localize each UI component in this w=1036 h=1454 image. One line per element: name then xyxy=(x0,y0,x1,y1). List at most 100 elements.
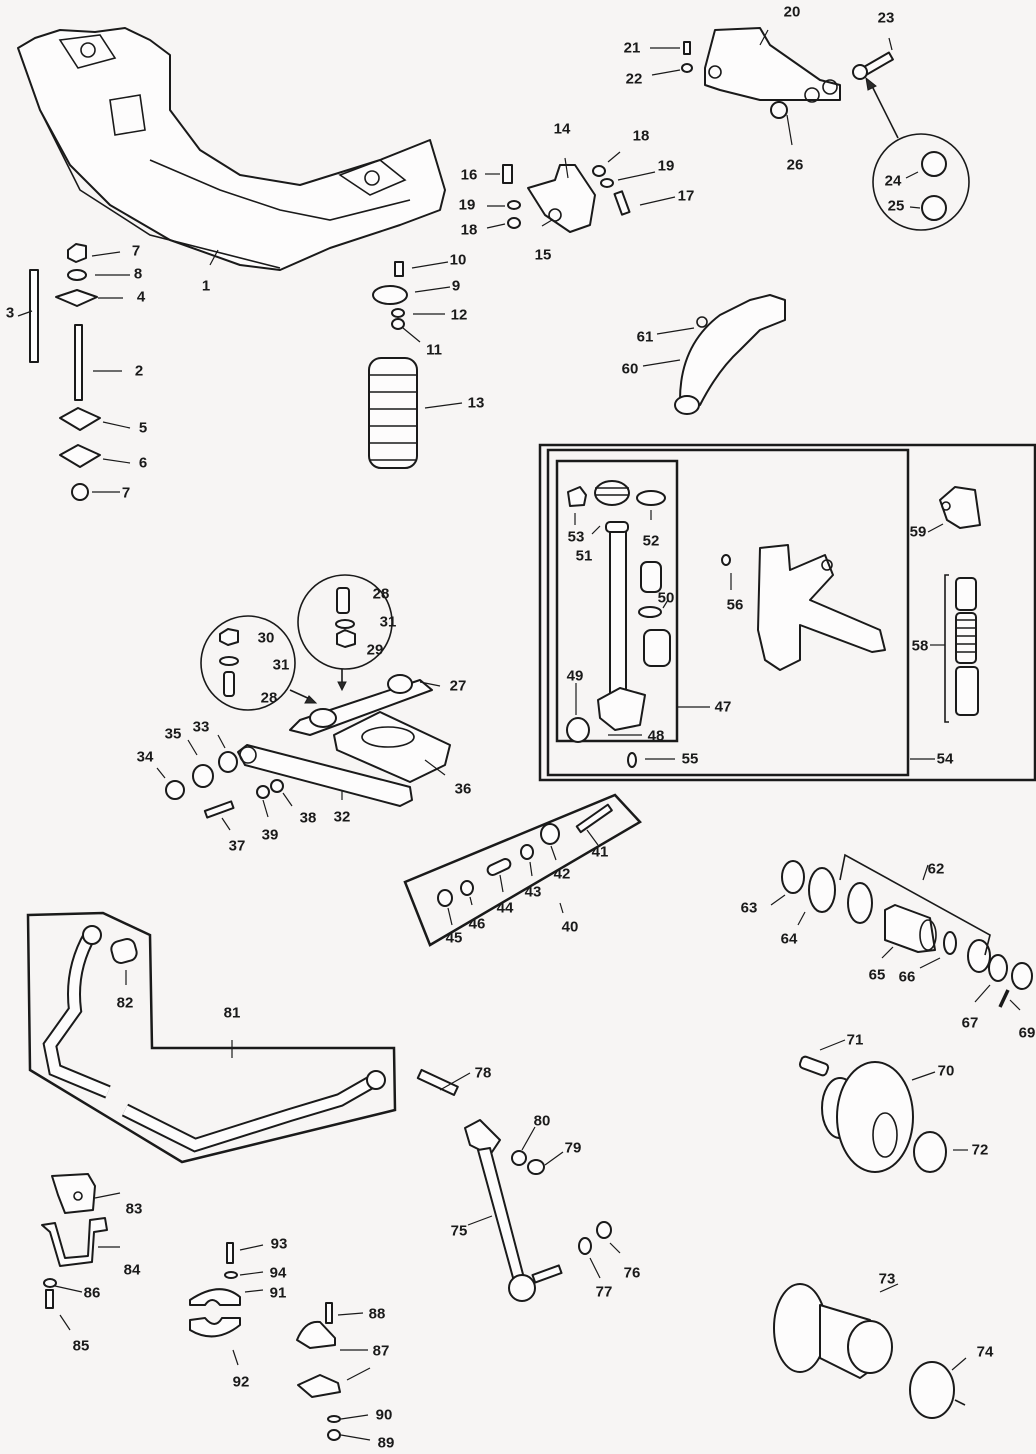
label-62: 62 xyxy=(927,860,945,878)
label-90: 90 xyxy=(375,1406,393,1424)
label-32: 32 xyxy=(333,808,351,826)
part-washer-12 xyxy=(391,308,405,318)
label-18-left: 18 xyxy=(460,221,478,239)
part-plate-36 xyxy=(333,711,451,783)
label-22: 22 xyxy=(625,70,643,88)
label-35: 35 xyxy=(164,725,182,743)
label-28-left: 28 xyxy=(260,689,278,707)
label-21: 21 xyxy=(623,39,641,57)
part-bearing xyxy=(847,882,873,924)
part-clamp-91 xyxy=(189,1288,241,1306)
part-clamp-87 xyxy=(296,1320,336,1349)
part-stud-3 xyxy=(29,269,39,363)
part-damper-58 xyxy=(944,574,979,723)
label-89: 89 xyxy=(377,1434,395,1452)
label-28-right: 28 xyxy=(372,585,390,603)
label-14: 14 xyxy=(553,120,571,138)
label-19-right: 19 xyxy=(657,157,675,175)
part-stub-axle xyxy=(757,544,886,671)
label-91: 91 xyxy=(269,1284,287,1302)
label-59: 59 xyxy=(909,523,927,541)
part-screw-93 xyxy=(226,1242,234,1264)
part-washer-42 xyxy=(540,823,560,845)
label-65: 65 xyxy=(868,966,886,984)
label-31-left: 31 xyxy=(272,656,290,674)
part-cap-74 xyxy=(909,1361,966,1419)
label-34: 34 xyxy=(136,748,154,766)
label-25: 25 xyxy=(887,197,905,215)
part-nut-39 xyxy=(256,785,270,799)
kit-box-54 xyxy=(546,448,910,777)
label-10: 10 xyxy=(449,251,467,269)
label-80: 80 xyxy=(533,1112,551,1130)
label-94: 94 xyxy=(269,1264,287,1282)
label-88: 88 xyxy=(368,1305,386,1323)
label-24: 24 xyxy=(884,172,902,190)
label-39: 39 xyxy=(261,826,279,844)
part-washer-46 xyxy=(460,880,474,896)
label-12: 12 xyxy=(450,306,468,324)
part-washer-19 xyxy=(507,200,521,210)
part-arm-32 xyxy=(237,744,413,807)
label-19-left: 19 xyxy=(458,196,476,214)
part-spacer-44 xyxy=(486,858,512,876)
label-13: 13 xyxy=(467,394,485,412)
label-66: 66 xyxy=(898,968,916,986)
part-nut-26 xyxy=(770,101,788,119)
label-55: 55 xyxy=(681,750,699,768)
part-bracket-14 xyxy=(527,164,596,233)
part-stud-71 xyxy=(798,1055,830,1077)
part-shims xyxy=(594,480,630,506)
label-49: 49 xyxy=(566,667,584,685)
part-rubber-83 xyxy=(51,1173,96,1214)
part-bolt-41 xyxy=(575,803,613,834)
part-screw-21 xyxy=(683,41,691,55)
label-1: 1 xyxy=(201,277,211,295)
part-nut-18-right xyxy=(592,165,606,177)
part-bush-82 xyxy=(110,938,138,964)
label-87: 87 xyxy=(372,1342,390,1360)
part-nut-89 xyxy=(327,1429,341,1441)
label-41: 41 xyxy=(591,843,609,861)
leader-lines xyxy=(17,29,1021,1441)
label-92: 92 xyxy=(232,1373,250,1391)
part-bush-33 xyxy=(218,751,238,773)
part-bush-lower xyxy=(643,629,671,667)
label-74: 74 xyxy=(976,1343,994,1361)
part-washer-90 xyxy=(327,1415,341,1423)
label-15: 15 xyxy=(534,246,552,264)
part-ring-66 xyxy=(943,931,957,955)
part-bolt-17 xyxy=(613,190,631,216)
part-hub-73 xyxy=(773,1283,893,1379)
label-78: 78 xyxy=(474,1064,492,1082)
part-nipple-55 xyxy=(627,752,637,768)
part-bush xyxy=(852,64,868,80)
kit-box-40 xyxy=(403,793,642,947)
part-link-75 xyxy=(464,1119,563,1302)
part-plate-4 xyxy=(55,289,98,307)
part-washer-22 xyxy=(681,63,693,73)
label-86: 86 xyxy=(83,1284,101,1302)
kit-box-54-outer xyxy=(538,443,1036,782)
label-38: 38 xyxy=(299,809,317,827)
label-64: 64 xyxy=(780,930,798,948)
part-washer-77 xyxy=(578,1237,592,1255)
label-63: 63 xyxy=(740,899,758,917)
label-9: 9 xyxy=(451,277,461,295)
part-bolt-85 xyxy=(45,1289,54,1309)
label-79: 79 xyxy=(564,1139,582,1157)
part-washer-8 xyxy=(67,269,87,281)
part-bearing-outer xyxy=(967,939,991,973)
part-washer-86 xyxy=(43,1278,57,1288)
label-18-right: 18 xyxy=(632,127,650,145)
label-71: 71 xyxy=(846,1031,864,1049)
part-nut-53 xyxy=(567,486,587,507)
label-36: 36 xyxy=(454,780,472,798)
part-shaft-27 xyxy=(289,674,433,736)
inset-circle-30-31-28 xyxy=(200,615,318,711)
part-seal-49 xyxy=(566,717,590,743)
part-mount-20 xyxy=(704,27,841,103)
label-82: 82 xyxy=(116,994,134,1012)
label-11: 11 xyxy=(426,341,442,359)
